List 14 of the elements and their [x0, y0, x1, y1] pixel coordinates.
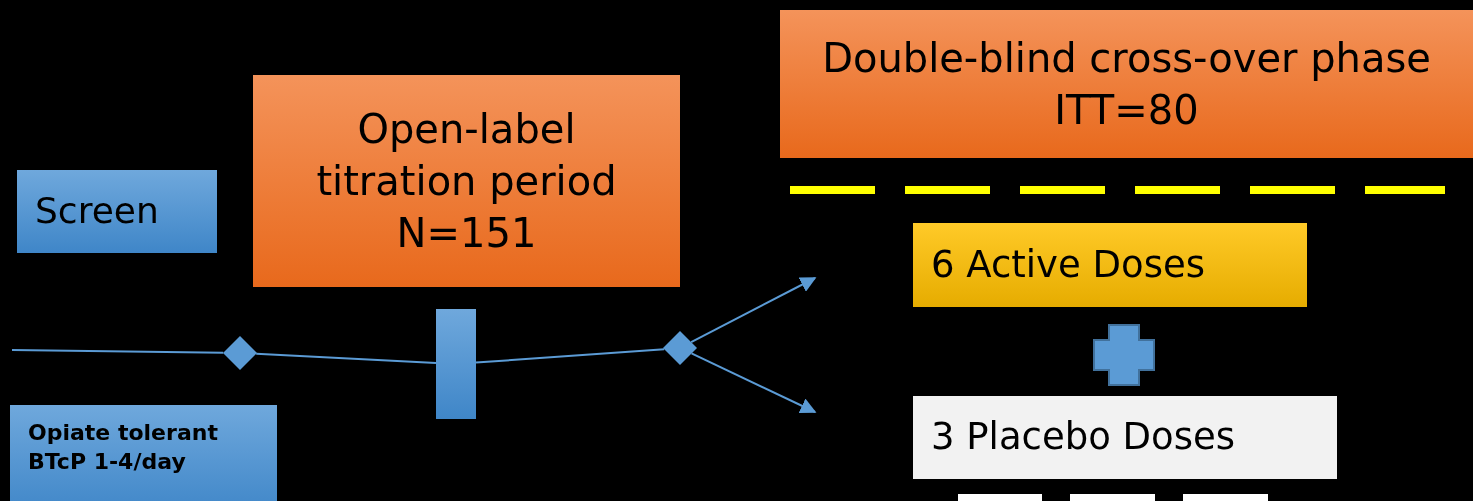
timeline-line	[11, 349, 225, 354]
dose-box: 6 Active Doses	[913, 223, 1307, 307]
criteria-box: Opiate tolerant BTcP 1-4/day	[10, 405, 277, 501]
step-box: Screen	[17, 170, 217, 253]
timeline-line	[475, 348, 666, 364]
milestone-bar	[436, 309, 476, 419]
phase-box: Double-blind cross-over phase ITT=80	[780, 10, 1473, 158]
arrow	[690, 352, 817, 414]
phase-box: Open-label titration period N=151	[253, 75, 680, 287]
arrow	[690, 277, 817, 344]
milestone-diamond	[663, 331, 697, 365]
dose-box: 3 Placebo Doses	[913, 396, 1337, 479]
timeline-line	[255, 352, 437, 364]
milestone-diamond	[223, 336, 257, 370]
